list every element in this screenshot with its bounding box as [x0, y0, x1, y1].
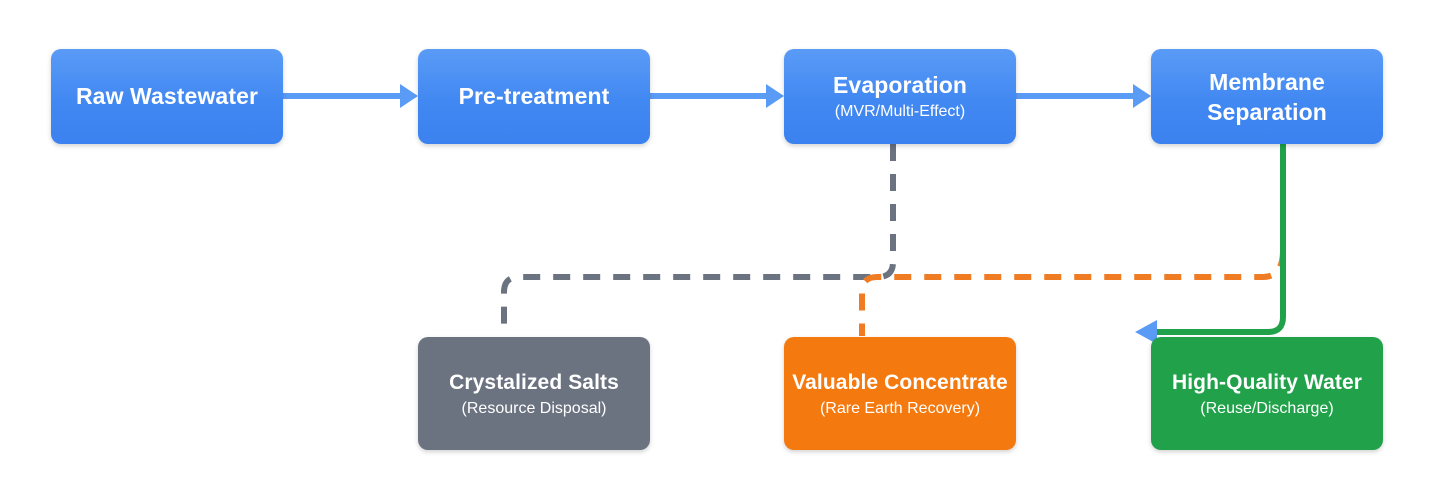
- node-pre-treatment[interactable]: Pre-treatment: [418, 49, 650, 144]
- connector-pre-to-evap: [650, 84, 784, 108]
- node-high-quality-water[interactable]: High-Quality Water (Reuse/Discharge): [1151, 337, 1383, 450]
- node-raw-wastewater[interactable]: Raw Wastewater: [51, 49, 283, 144]
- connector-evap-to-memb: [1016, 84, 1151, 108]
- node-title: High-Quality Water: [1171, 370, 1363, 394]
- node-title: Raw Wastewater: [75, 83, 259, 109]
- connector-memb-to-water: [1135, 144, 1286, 344]
- node-crystalized-salts[interactable]: Crystalized Salts (Resource Disposal): [418, 337, 650, 450]
- node-title: Crystalized Salts: [449, 370, 619, 394]
- node-title: Pre-treatment: [458, 83, 610, 109]
- connector-evap-to-salts: [490, 144, 896, 362]
- node-title: Evaporation: [832, 71, 967, 98]
- node-membrane-separation[interactable]: Membrane Separation: [1151, 49, 1383, 144]
- node-evaporation[interactable]: Evaporation (MVR/Multi-Effect): [784, 49, 1016, 144]
- node-subtitle: (Resource Disposal): [461, 399, 607, 417]
- node-title: Valuable Concentrate: [792, 370, 1008, 394]
- node-valuable-concentrate[interactable]: Valuable Concentrate (Rare Earth Recover…: [784, 337, 1016, 450]
- node-subtitle: (Reuse/Discharge): [1200, 399, 1334, 417]
- node-subtitle: (Rare Earth Recovery): [819, 399, 981, 417]
- node-subtitle: (MVR/Multi-Effect): [834, 102, 966, 120]
- connector-raw-to-pre: [283, 84, 418, 108]
- node-title: Membrane Separation: [1207, 68, 1327, 125]
